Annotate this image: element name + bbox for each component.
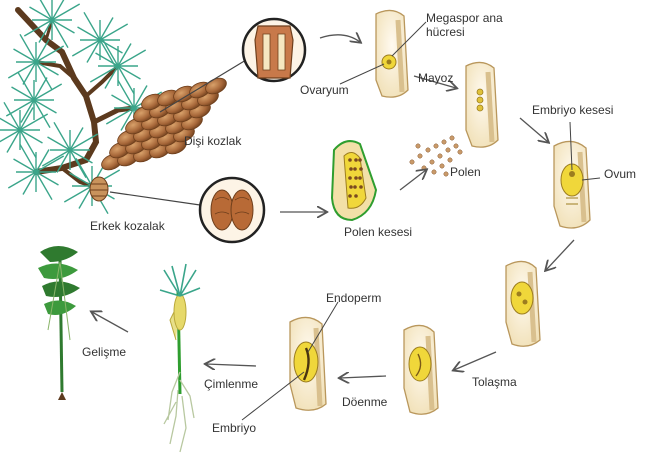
- male-cone: [90, 177, 108, 201]
- ovule-pollination-stage: [506, 261, 540, 346]
- ovule-megaspore-stage: [376, 10, 408, 97]
- pollen-grain: [416, 144, 420, 148]
- pollen-grain: [354, 158, 358, 162]
- label-ovum: Ovum: [604, 168, 636, 181]
- label-endosperm: Endoperm: [326, 292, 381, 305]
- needle: [0, 130, 20, 146]
- pollen-grain: [442, 140, 446, 144]
- pollen-grain: [454, 144, 458, 148]
- needle: [36, 0, 52, 20]
- young-pine-plant: [38, 246, 80, 400]
- label-ovary: Ovaryum: [300, 84, 349, 97]
- pollen-grain: [430, 160, 434, 164]
- label-growth: Gelişme: [82, 346, 126, 359]
- pollen-grain: [446, 148, 450, 152]
- pollen-grain: [432, 170, 436, 174]
- pollen-grain: [348, 158, 352, 162]
- pollen-sac: [332, 141, 376, 220]
- pollen-grain: [440, 164, 444, 168]
- pollen-grain: [353, 167, 357, 171]
- pollen-grain: [444, 172, 448, 176]
- pollen-grain: [358, 176, 362, 180]
- pollen-grain: [450, 136, 454, 140]
- pollen-grain: [348, 176, 352, 180]
- ovulate-scale-magnified: [243, 19, 305, 81]
- germinating-seedling: [160, 264, 200, 452]
- pollen-grain: [358, 158, 362, 162]
- pollen-grain: [348, 194, 352, 198]
- label-embryo-sac: Embriyo kesesi: [532, 104, 613, 117]
- label-megaspore-mother-cell: Megaspor ana hücresi: [426, 11, 503, 39]
- pollen-scale-magnified: [200, 178, 264, 242]
- pollen-grain: [458, 150, 462, 154]
- label-fertilization: Döenme: [342, 396, 387, 409]
- pollen-grain: [426, 148, 430, 152]
- label-pollen: Polen: [450, 166, 481, 179]
- label-pollination: Tolaşma: [472, 376, 517, 389]
- pollen-grain: [359, 167, 363, 171]
- label-male-cone: Erkek kozalak: [90, 220, 165, 233]
- pollen-grain: [354, 194, 358, 198]
- pollen-grain: [354, 176, 358, 180]
- label-pollen-sac: Polen kesesi: [344, 226, 412, 239]
- pollen-grain: [418, 154, 422, 158]
- pollen-grain: [359, 185, 363, 189]
- pollen-grain: [438, 154, 442, 158]
- label-female-cone: Dişi kozlak: [184, 135, 241, 148]
- label-embryo: Embriyo: [212, 422, 256, 435]
- ovule-fertilization-stage: [404, 325, 438, 414]
- ovule-embryo-sac-stage: [554, 141, 590, 228]
- pollen-grain: [448, 158, 452, 162]
- female-cone: [99, 75, 229, 173]
- pollen-grain: [353, 185, 357, 189]
- pollen-grain: [349, 167, 353, 171]
- pollen-grain: [349, 185, 353, 189]
- ovule-meiosis-stage: [466, 62, 498, 147]
- label-germination: Çimlenme: [204, 378, 258, 391]
- pollen-grain: [434, 144, 438, 148]
- pollen-grain: [410, 160, 414, 164]
- label-meiosis: Mayoz: [418, 72, 453, 85]
